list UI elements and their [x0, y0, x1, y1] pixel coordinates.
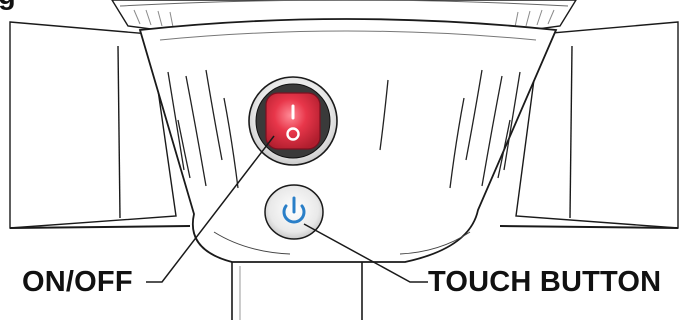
touch-button-leader: [303, 223, 428, 283]
right-panel: [515, 21, 679, 229]
on-off-leader: [146, 135, 275, 283]
left-flutes: [167, 69, 239, 189]
collar-rim: [119, 0, 569, 7]
rocker-switch[interactable]: I O: [0, 0, 338, 166]
support-pole: [231, 262, 363, 320]
housing-body: [138, 18, 558, 263]
touch-button-callout-label: TOUCH BUTTON: [428, 266, 662, 298]
housing-top-edge: [159, 30, 537, 41]
rocker-off-mark: [286, 127, 300, 141]
figure-heading-fragment: g: [0, 0, 16, 10]
left-panel: [9, 21, 177, 229]
leader-lines: [146, 135, 428, 283]
collar-ribs: [133, 9, 555, 28]
rocker-switch-paddle[interactable]: [265, 92, 321, 150]
right-panel-seam: [569, 45, 573, 219]
reflector-panels: [9, 21, 679, 229]
on-off-callout-label: ON/OFF: [22, 266, 133, 298]
housing-shoulder-right: [399, 231, 471, 255]
right-base-line: [499, 225, 679, 229]
control-housing: [138, 18, 558, 263]
right-flutes: [379, 69, 521, 189]
power-icon: [282, 196, 306, 224]
left-panel-seam: [117, 45, 121, 219]
touch-button[interactable]: [264, 184, 324, 240]
left-base-line: [9, 225, 191, 229]
housing-shoulder-left: [213, 231, 291, 255]
